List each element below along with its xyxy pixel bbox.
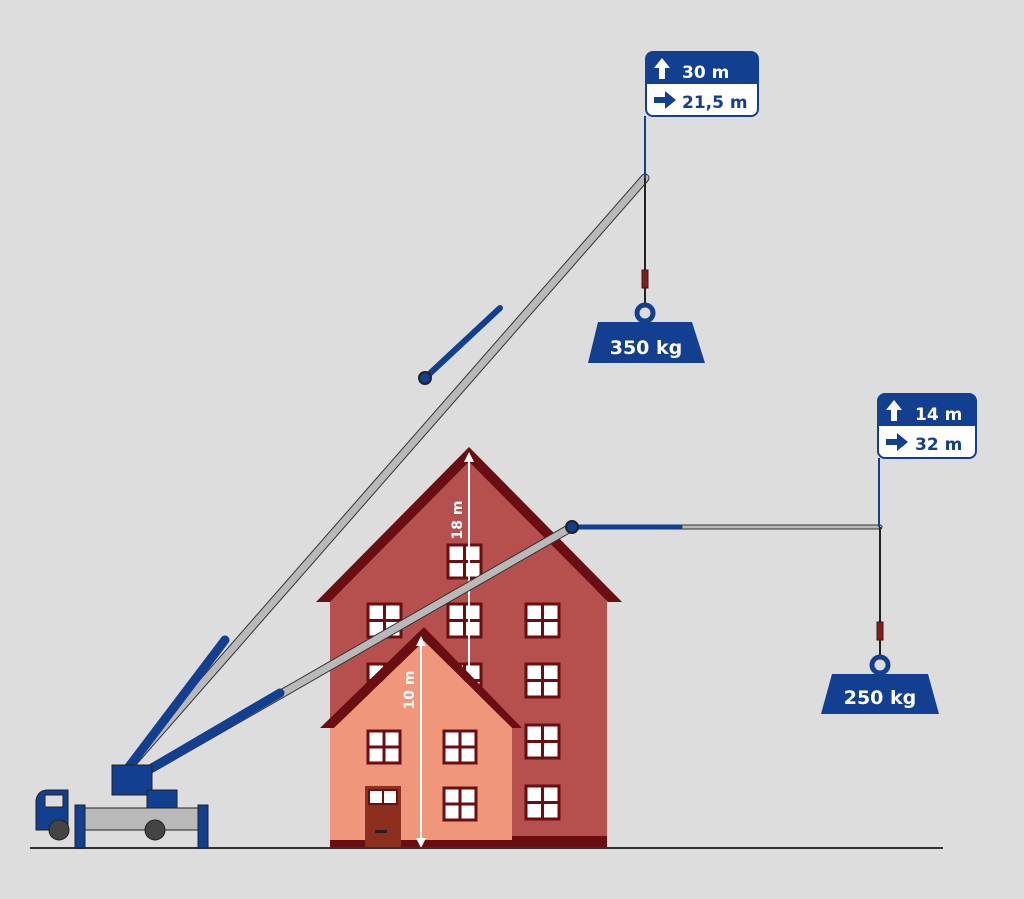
door <box>365 786 401 848</box>
high-reach-flag: 30 m 21,5 m <box>645 51 759 117</box>
low-reach-flag: 14 m 32 m <box>877 393 977 459</box>
height-label-low: 14 m <box>915 405 962 425</box>
arrow-right-icon <box>654 91 676 109</box>
load-label-low: 250 kg <box>844 687 917 709</box>
dimension-arrow-tall <box>464 452 474 700</box>
small-house: 10 m <box>320 627 522 848</box>
truck <box>35 764 209 849</box>
dimension-arrow-small <box>416 636 426 848</box>
high-load: 350 kg <box>588 116 705 363</box>
dimension-label-tall: 18 m <box>450 501 466 540</box>
reach-label-high: 21,5 m <box>682 93 748 113</box>
dimension-label-small: 10 m <box>402 671 418 710</box>
reach-label-low: 32 m <box>915 435 962 455</box>
window <box>446 543 483 580</box>
high-boom <box>123 173 650 773</box>
load-label-high: 350 kg <box>610 337 683 359</box>
low-boom <box>135 520 883 780</box>
arrow-up-icon <box>654 58 670 79</box>
arrow-up-icon <box>886 400 902 421</box>
low-load: 250 kg <box>821 458 939 714</box>
height-label-high: 30 m <box>682 63 729 83</box>
arrow-right-icon <box>886 433 908 451</box>
